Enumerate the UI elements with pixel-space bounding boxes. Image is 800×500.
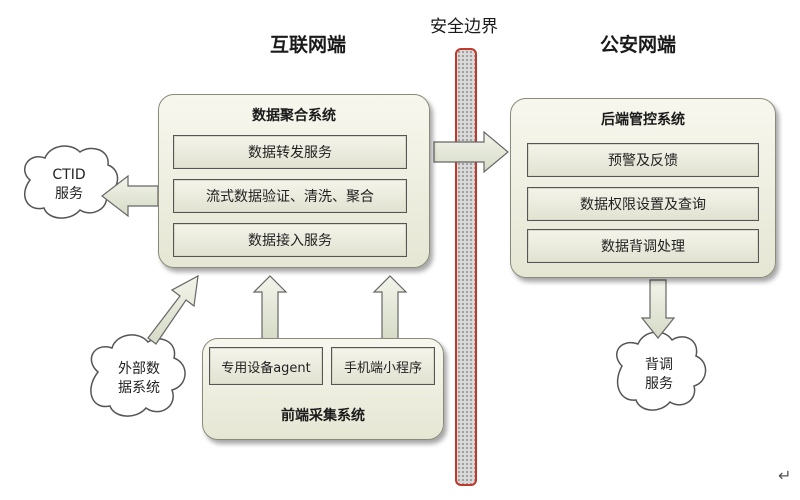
background-check-cloud-label: 背调 服务 — [630, 356, 688, 394]
arrow-to-backend — [433, 130, 509, 174]
backend-management-title: 后端管控系统 — [601, 112, 685, 128]
alert-feedback-box: 预警及反馈 — [527, 143, 759, 177]
frontend-collection-panel: 专用设备agent 手机端小程序 前端采集系统 — [202, 338, 444, 440]
data-aggregation-title: 数据聚合系统 — [252, 108, 336, 124]
arrow-to-background-check — [640, 279, 676, 339]
internet-zone-title: 互联网端 — [270, 34, 347, 56]
stream-validation-box: 流式数据验证、清洗、聚合 — [173, 179, 407, 213]
background-check-cloud — [616, 331, 707, 411]
mini-program-box: 手机端小程序 — [331, 347, 435, 385]
data-permission-box: 数据权限设置及查询 — [527, 187, 759, 221]
data-access-service-box: 数据接入服务 — [173, 223, 407, 257]
arrow-miniprogram-up — [372, 275, 408, 341]
background-line-2: 服务 — [645, 376, 673, 392]
ctid-cloud — [24, 145, 119, 219]
external-line-1: 外部数 — [118, 361, 160, 377]
arrow-from-external — [147, 274, 199, 345]
data-forwarding-service-box: 数据转发服务 — [173, 135, 407, 169]
backend-management-panel: 后端管控系统 预警及反馈 数据权限设置及查询 数据背调处理 — [510, 98, 776, 278]
police-zone-title: 公安网端 — [600, 34, 677, 56]
frontend-collection-title: 前端采集系统 — [281, 408, 365, 424]
arrow-agent-up — [252, 275, 288, 341]
security-boundary-title: 安全边界 — [430, 17, 498, 37]
arrow-to-ctid — [101, 174, 159, 218]
background-check-processing-box: 数据背调处理 — [527, 229, 759, 263]
background-line-1: 背调 — [645, 357, 673, 373]
ctid-line-1: CTID — [52, 167, 86, 183]
external-data-cloud — [90, 334, 186, 417]
data-aggregation-panel: 数据聚合系统 数据转发服务 流式数据验证、清洗、聚合 数据接入服务 — [158, 94, 430, 268]
paragraph-return-mark: ↵ — [778, 466, 792, 485]
ctid-line-2: 服务 — [55, 186, 83, 202]
external-line-2: 据系统 — [118, 380, 160, 396]
external-data-cloud-label: 外部数 据系统 — [104, 360, 174, 398]
dedicated-agent-box: 专用设备agent — [209, 347, 323, 385]
ctid-cloud-label: CTID 服务 — [38, 166, 100, 204]
